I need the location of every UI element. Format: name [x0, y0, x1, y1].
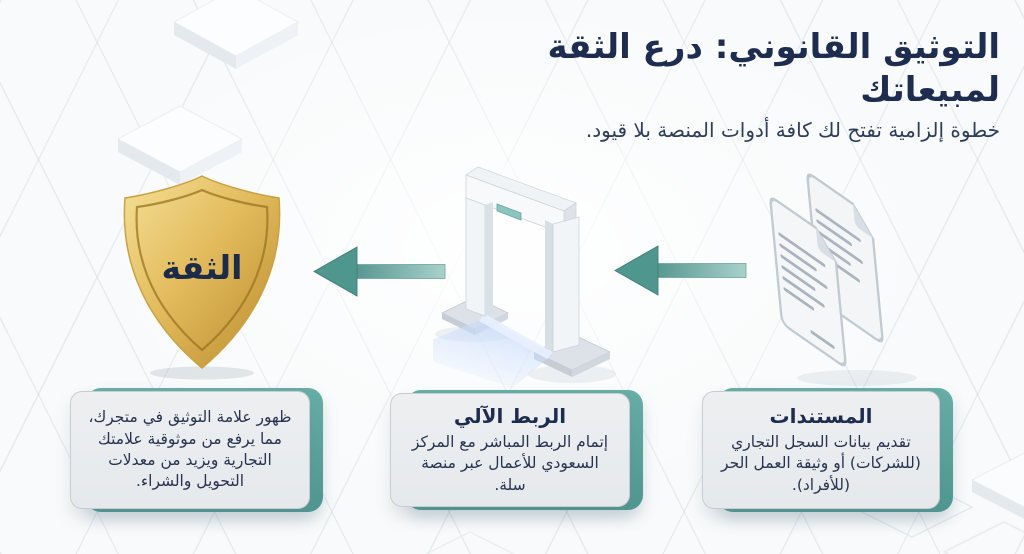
gate-frame — [465, 166, 580, 353]
card-documents: المستندات تقديم بيانات السجل التجاري (لل… — [702, 388, 953, 512]
card-linking-body: إتمام الربط المباشر مع المركز السعودي لل… — [411, 432, 609, 494]
arrow-left-icon — [313, 246, 446, 297]
trust-shield-icon — [123, 175, 281, 380]
header: التوثيق القانوني: درع الثقة لمبيعاتك خطو… — [440, 26, 1000, 142]
verification-gate-icon — [433, 166, 616, 388]
gate-scanner-strip — [496, 203, 522, 221]
document-front — [769, 197, 847, 367]
card-documents-title: المستندات — [769, 403, 873, 428]
page-subtitle: خطوة إلزامية تفتح لك كافة أدوات المنصة ب… — [585, 118, 1000, 142]
card-linking-front: الربط الآلي إتمام الربط المباشر مع المرك… — [390, 393, 630, 507]
card-documents-body: تقديم بيانات السجل التجاري (للشركات) أو … — [721, 432, 921, 494]
card-linking-title: الربط الآلي — [453, 403, 567, 428]
tile-top — [172, 0, 300, 69]
card-result: ظهور علامة التوثيق في متجرك، مما يرفع من… — [70, 388, 323, 512]
documents-icon — [769, 173, 917, 386]
card-result-front: ظهور علامة التوثيق في متجرك، مما يرفع من… — [70, 391, 310, 509]
card-linking: الربط الآلي إتمام الربط المباشر مع المرك… — [390, 390, 643, 510]
tile-bottomright — [970, 452, 1024, 519]
arrow-left-icon — [614, 245, 747, 296]
card-documents-front: المستندات تقديم بيانات السجل التجاري (لل… — [702, 391, 940, 509]
page-title: التوثيق القانوني: درع الثقة لمبيعاتك — [547, 27, 1000, 110]
card-result-body: ظهور علامة التوثيق في متجرك، مما يرفع من… — [88, 408, 292, 491]
trust-shield-label: الثقة — [161, 248, 243, 287]
